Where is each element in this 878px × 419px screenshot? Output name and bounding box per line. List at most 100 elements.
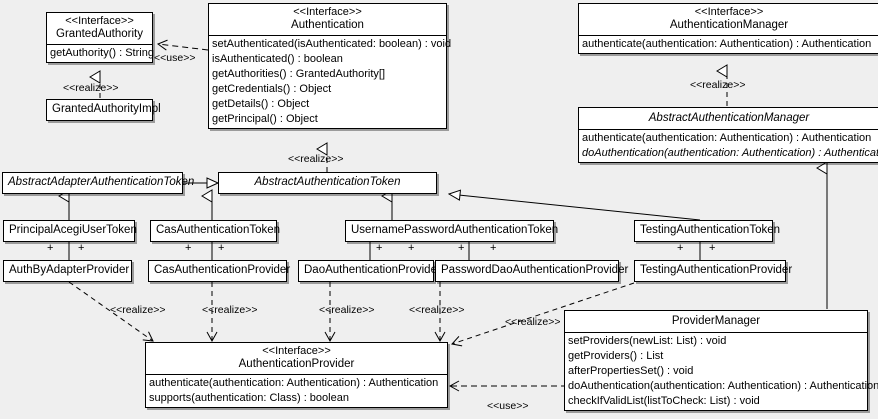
class-name: AuthenticationProvider [238, 358, 355, 370]
class-name: Authentication [291, 19, 364, 31]
member-row: setAuthenticated(isAuthenticated: boolea… [212, 38, 452, 50]
class-authentication-manager[interactable]: <<Interface>> AuthenticationManager auth… [578, 3, 878, 54]
multiplicity-marker: + [47, 242, 54, 254]
member-row: getPrincipal() : Object [212, 113, 318, 125]
class-header: TestingAuthenticationProvider [635, 261, 793, 281]
class-principal-acegi-user-token[interactable]: PrincipalAcegiUserToken [3, 220, 137, 242]
class-abstract-authentication-manager[interactable]: AbstractAuthenticationManager authentica… [578, 107, 878, 163]
member-row: authenticate(authentication: Authenticat… [582, 38, 872, 50]
class-auth-by-adapter-provider[interactable]: AuthByAdapterProvider [3, 260, 132, 282]
member-row: isAuthenticated() : boolean [212, 53, 343, 65]
class-name: AuthenticationManager [669, 19, 789, 31]
label-realize-dao-authentication-provider: <<realize>> [319, 304, 375, 316]
label-realize-cas-authentication-provider: <<realize>> [202, 304, 258, 316]
class-header: AuthByAdapterProvider [4, 261, 131, 281]
class-header: PrincipalAcegiUserToken [4, 221, 137, 241]
stereotype-label: <<Interface>> [65, 15, 134, 27]
label-realize-auth-by-adapter-provider: <<realize>> [110, 304, 166, 316]
class-members: authenticate(authentication: Authenticat… [579, 130, 878, 162]
multiplicity-marker: + [677, 242, 684, 254]
class-authentication[interactable]: <<Interface>> Authentication setAuthenti… [208, 3, 452, 129]
class-name: GrantedAuthorityImpl [52, 103, 161, 115]
member-row: getAuthority() : String [50, 47, 154, 59]
class-name: TestingAuthenticationProvider [640, 264, 793, 276]
class-name: GrantedAuthority [56, 28, 143, 40]
class-dao-authentication-provider[interactable]: DaoAuthenticationProvider [298, 260, 441, 282]
class-header: <<Interface>> Authentication [209, 4, 446, 36]
class-header: <<Interface>> AuthenticationProvider [146, 343, 447, 375]
class-header: AbstractAdapterAuthenticationToken [3, 173, 195, 193]
stereotype-label: <<Interface>> [293, 6, 362, 18]
edge-generalize-testing-token [449, 194, 701, 221]
class-header: <<Interface>> AuthenticationManager [579, 4, 878, 36]
label-realize-abstract-authentication-token: <<realize>> [288, 153, 344, 165]
class-cas-authentication-token[interactable]: CasAuthenticationToken [150, 220, 281, 242]
class-name: PrincipalAcegiUserToken [9, 224, 137, 236]
class-name: PasswordDaoAuthenticationProvider [441, 264, 629, 276]
class-header: CasAuthenticationProvider [149, 261, 291, 281]
class-name: AbstractAdapterAuthenticationToken [8, 176, 195, 188]
member-row: authenticate(authentication: Authenticat… [582, 132, 872, 144]
label-realize-password-dao-authentication-provider: <<realize>> [409, 304, 465, 316]
class-name: TestingAuthenticationToken [640, 224, 781, 236]
class-username-password-authentication-token[interactable]: UsernamePasswordAuthenticationToken [345, 220, 559, 242]
class-name: UsernamePasswordAuthenticationToken [351, 224, 559, 236]
multiplicity-marker: + [709, 242, 716, 254]
member-row: afterPropertiesSet() : void [568, 365, 694, 377]
class-header: TestingAuthenticationToken [635, 221, 781, 241]
stereotype-label: <<Interface>> [262, 345, 331, 357]
class-testing-authentication-token[interactable]: TestingAuthenticationToken [634, 220, 781, 242]
member-row: authenticate(authentication: Authenticat… [149, 377, 439, 389]
member-row: doAuthentication(authentication: Authent… [568, 380, 878, 392]
label-realize-testing-authentication-provider: <<realize>> [505, 316, 561, 328]
class-name: AbstractAuthenticationManager [648, 112, 810, 124]
class-abstract-authentication-token[interactable]: AbstractAuthenticationToken [218, 172, 437, 194]
class-name: ProviderManager [671, 315, 761, 327]
class-granted-authority[interactable]: <<Interface>> GrantedAuthority getAuthor… [46, 12, 154, 63]
label-use-authentication-granted-authority: <<use>> [154, 52, 196, 64]
member-row: getCredentials() : Object [212, 83, 332, 95]
member-row: doAuthentication(authentication: Authent… [582, 147, 878, 159]
multiplicity-marker: + [490, 242, 497, 254]
class-testing-authentication-provider[interactable]: TestingAuthenticationProvider [634, 260, 793, 282]
member-row: setProviders(newList: List) : void [568, 335, 727, 347]
class-name: AbstractAuthenticationToken [254, 176, 401, 188]
class-header: DaoAuthenticationProvider [299, 261, 441, 281]
class-members: getAuthority() : String [47, 45, 154, 62]
class-header: GrantedAuthorityImpl [47, 100, 161, 120]
class-abstract-adapter-authentication-token[interactable]: AbstractAdapterAuthenticationToken [2, 172, 195, 194]
multiplicity-marker: + [185, 242, 192, 254]
member-row: getAuthorities() : GrantedAuthority[] [212, 68, 386, 80]
class-granted-authority-impl[interactable]: GrantedAuthorityImpl [46, 99, 161, 121]
class-members: authenticate(authentication: Authenticat… [146, 375, 447, 407]
class-name: CasAuthenticationToken [156, 224, 281, 236]
member-row: getDetails() : Object [212, 98, 310, 110]
class-members: setProviders(newList: List) : void getPr… [565, 333, 878, 410]
multiplicity-marker: + [408, 242, 415, 254]
class-header: ProviderManager [565, 311, 867, 333]
class-provider-manager[interactable]: ProviderManager setProviders(newList: Li… [564, 310, 878, 411]
class-password-dao-authentication-provider[interactable]: PasswordDaoAuthenticationProvider [435, 260, 629, 282]
class-header: <<Interface>> GrantedAuthority [47, 13, 152, 45]
label-realize-granted-authority-impl: <<realize>> [63, 82, 119, 94]
label-use-provider-manager: <<use>> [487, 400, 529, 412]
multiplicity-marker: + [218, 242, 225, 254]
class-header: CasAuthenticationToken [151, 221, 281, 241]
class-members: setAuthenticated(isAuthenticated: boolea… [209, 36, 452, 128]
class-name: CasAuthenticationProvider [154, 264, 291, 276]
class-header: PasswordDaoAuthenticationProvider [436, 261, 629, 281]
label-realize-abstract-authentication-manager: <<realize>> [690, 79, 746, 91]
class-header: UsernamePasswordAuthenticationToken [346, 221, 559, 241]
class-header: AbstractAuthenticationManager [579, 108, 878, 130]
multiplicity-marker: + [78, 242, 85, 254]
class-authentication-provider[interactable]: <<Interface>> AuthenticationProvider aut… [145, 342, 448, 408]
class-members: authenticate(authentication: Authenticat… [579, 36, 878, 53]
stereotype-label: <<Interface>> [694, 6, 764, 18]
class-cas-authentication-provider[interactable]: CasAuthenticationProvider [148, 260, 291, 282]
edge-use-authentication-granted-authority [156, 39, 209, 51]
class-name: AuthByAdapterProvider [9, 264, 130, 276]
multiplicity-marker: + [376, 242, 383, 254]
class-name: DaoAuthenticationProvider [304, 264, 441, 276]
member-row: getProviders() : List [568, 350, 664, 362]
